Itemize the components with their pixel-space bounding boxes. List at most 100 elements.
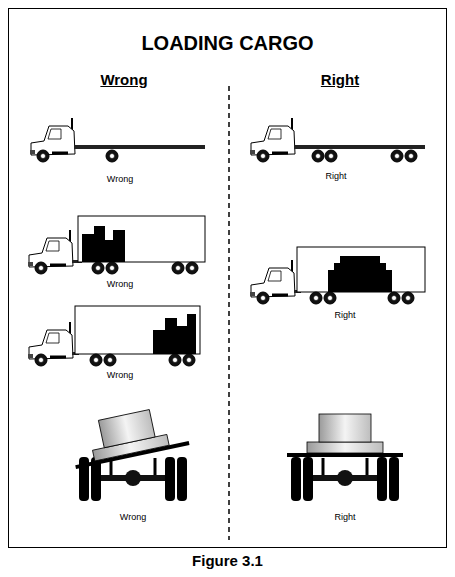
differential (337, 470, 353, 486)
wheel (104, 354, 116, 366)
wheel-hub (316, 154, 321, 159)
verdict-label: Wrong (60, 175, 180, 185)
verdict-label: Wrong (73, 513, 193, 523)
truck-cab (250, 118, 295, 162)
trailer-box (78, 216, 205, 262)
flatbed-deck (294, 145, 425, 149)
trailer-box (297, 247, 425, 292)
tire (165, 457, 175, 501)
deck-and-load (67, 403, 189, 469)
truck-cab (28, 322, 73, 366)
column-heading: Wrong (64, 72, 184, 89)
cargo-block (165, 318, 177, 354)
wheel-hub (392, 296, 397, 301)
wheel (90, 354, 102, 366)
verdict-label: Right (276, 172, 396, 182)
wheel (106, 150, 118, 162)
wheel (257, 292, 269, 304)
differential (125, 470, 141, 486)
cab-window (268, 271, 281, 281)
wheel (310, 292, 322, 304)
wheel (92, 262, 104, 274)
cab-body (251, 126, 295, 155)
deck-and-load (287, 414, 403, 457)
wheel (35, 354, 47, 366)
cab-window (46, 241, 59, 251)
wheel (106, 262, 118, 274)
cab-body (29, 238, 73, 267)
wheel-hub (94, 358, 99, 363)
bumper (28, 354, 33, 358)
cargo-block (105, 240, 113, 262)
wheel-hub (328, 296, 333, 301)
wheel-hub (261, 296, 266, 301)
wheel (391, 150, 403, 162)
truck-cab (30, 118, 75, 162)
wheel-hub (406, 296, 411, 301)
wheel (312, 150, 324, 162)
wheel (186, 262, 198, 274)
cargo-block (340, 256, 380, 292)
spring-right (366, 458, 369, 475)
wheel (325, 150, 337, 162)
wheel-hub (395, 154, 400, 159)
cab-body (29, 330, 73, 359)
trailer-box (75, 306, 200, 354)
verdict-label: Right (285, 311, 405, 321)
fuel-tank (50, 264, 66, 267)
wheel-hub (41, 154, 46, 159)
tire (377, 457, 387, 501)
wheel-hub (110, 154, 115, 159)
tire (291, 457, 301, 501)
column-heading: Right (280, 72, 400, 89)
tire (177, 457, 187, 501)
verdict-label: Wrong (60, 280, 180, 290)
fuel-tank (52, 152, 68, 155)
wheel-hub (261, 154, 266, 159)
bumper (30, 150, 35, 154)
cargo-block (187, 314, 196, 354)
wheel-hub (314, 296, 319, 301)
wheel-hub (108, 358, 113, 363)
truck-cab (250, 260, 295, 304)
cab-body (31, 126, 75, 155)
wheel-hub (329, 154, 334, 159)
spring-right (154, 458, 157, 475)
wheel (324, 292, 336, 304)
cargo-block (153, 330, 165, 354)
cab-body (251, 268, 295, 297)
wheel (169, 354, 181, 366)
wheel (172, 262, 184, 274)
cargo-box (319, 414, 371, 442)
cargo-block (177, 326, 187, 354)
axle-rear-view (287, 414, 403, 501)
bumper (250, 150, 255, 154)
deck-frame (287, 453, 403, 457)
tire (389, 457, 399, 501)
wheel-hub (39, 266, 44, 271)
cab-window (268, 129, 281, 139)
wheel-hub (39, 358, 44, 363)
wheel (35, 262, 47, 274)
deck-platform (307, 442, 383, 453)
wheel-hub (96, 266, 101, 271)
flatbed-deck (74, 145, 205, 149)
wheel-hub (110, 266, 115, 271)
cargo-block (82, 234, 94, 262)
truck-cab (28, 230, 73, 274)
cargo-block (94, 226, 105, 262)
cab-window (46, 333, 59, 343)
wheel-hub (176, 266, 181, 271)
wheel (405, 150, 417, 162)
wheel (257, 150, 269, 162)
axle-rear-view (67, 403, 189, 501)
fuel-tank (272, 152, 288, 155)
verdict-label: Wrong (60, 371, 180, 381)
figure-title: LOADING CARGO (0, 32, 455, 54)
tire (303, 457, 313, 501)
wheel (388, 292, 400, 304)
wheel (37, 150, 49, 162)
figure-border (9, 9, 447, 548)
